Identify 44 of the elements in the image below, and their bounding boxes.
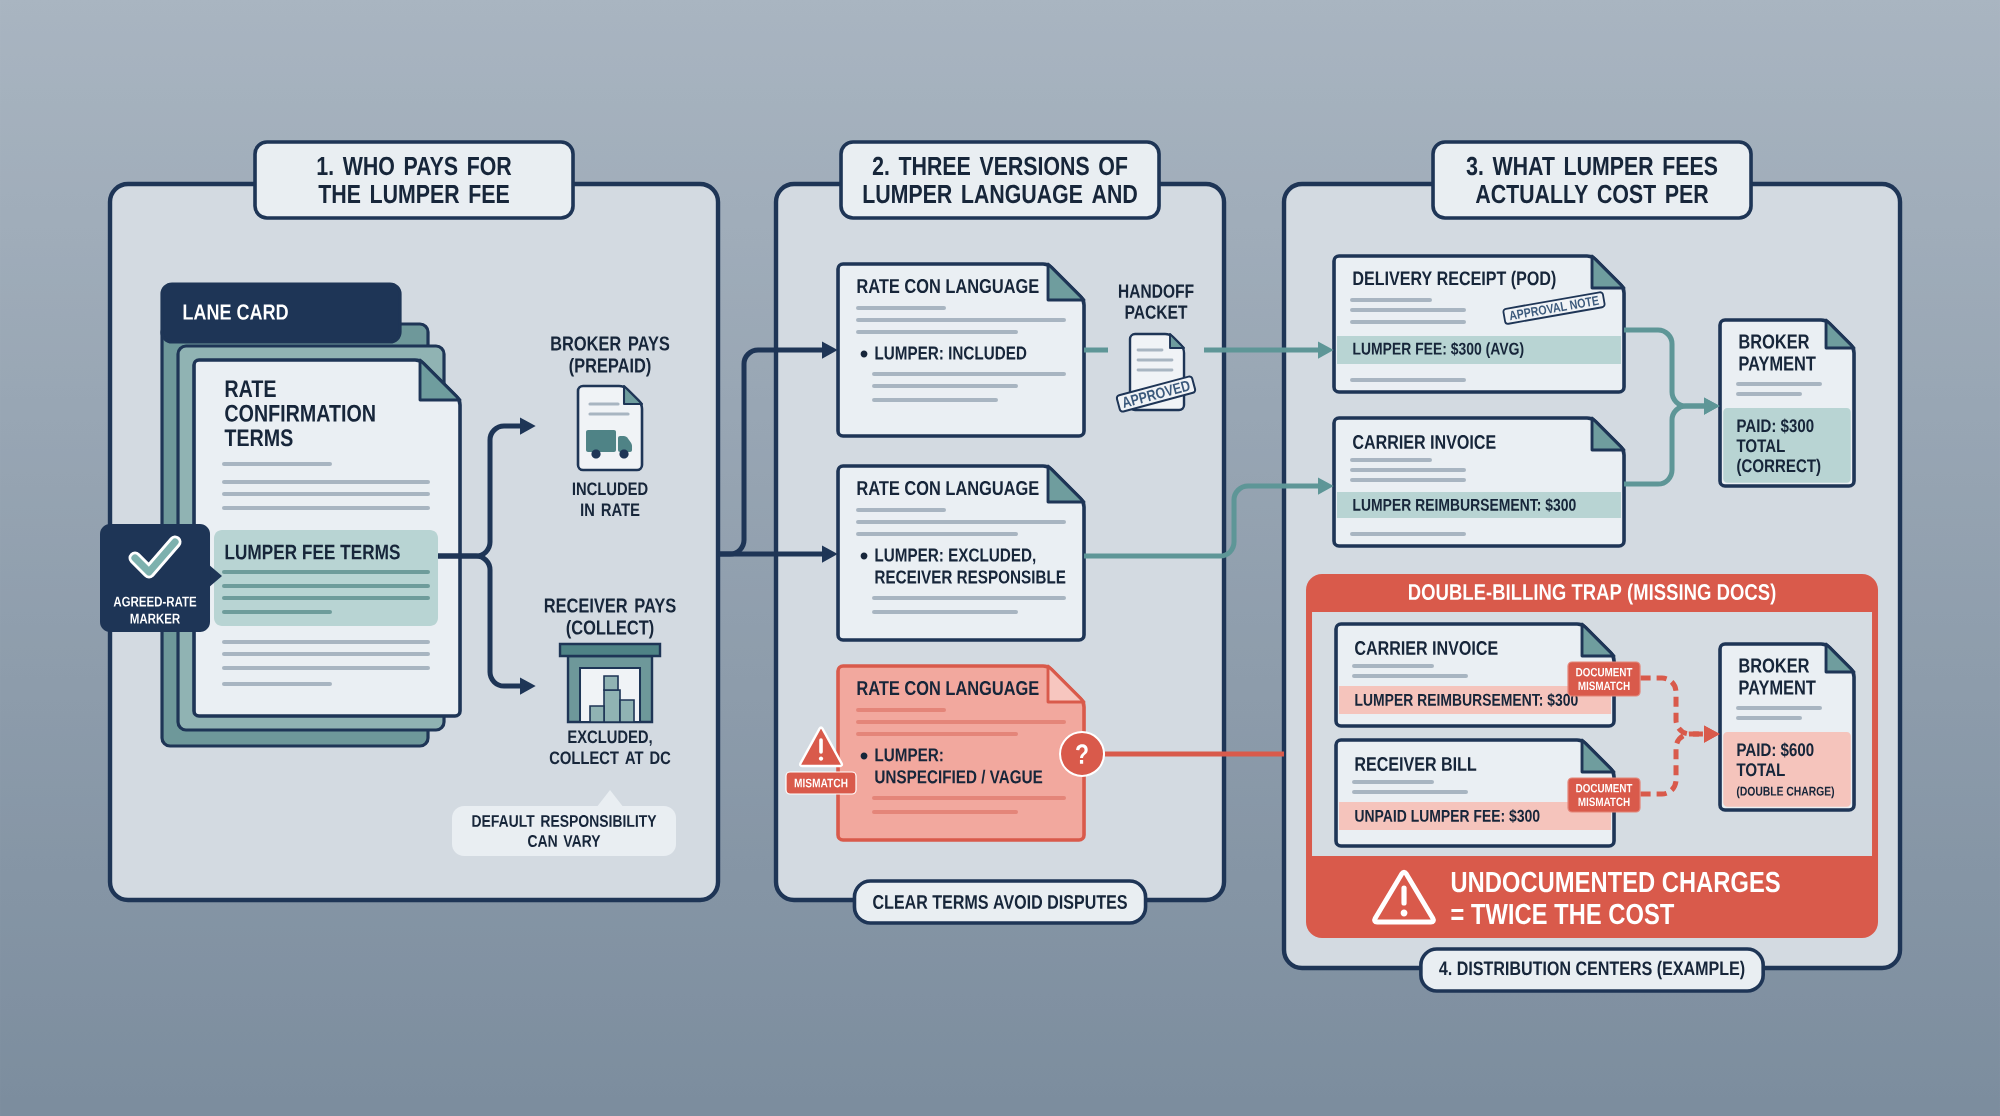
section-title-tab: 3. WHAT LUMPER FEES ACTUALLY COST PER — [1431, 140, 1753, 220]
document-title: DELIVERY RECEIPT (POD) — [1353, 270, 1556, 290]
option-caption: INCLUDED IN RATE — [572, 482, 648, 516]
document-title: RECEIVER BILL — [1355, 757, 1477, 771]
amount-text: LUMPER REIMBURSEMENT: $300 — [1355, 693, 1578, 707]
document-card — [1332, 416, 1626, 548]
connector-line — [1084, 347, 1108, 353]
payment-amount: PAID: $600 TOTAL — [1736, 742, 1814, 777]
document-title: CARRIER INVOICE — [1353, 435, 1496, 449]
amount-text: UNPAID LUMPER FEE: $300 — [1355, 809, 1540, 823]
trap-heading: DOUBLE-BILLING TRAP (MISSING DOCS) — [1409, 583, 1776, 605]
band-heading: LUMPER FEE TERMS — [225, 544, 400, 560]
footer-tab: 4. DISTRIBUTION CENTERS (EXAMPLE) — [1419, 947, 1765, 993]
card-label: LANE CARD — [183, 304, 288, 320]
section-title-tab: 1. WHO PAYS FOR THE LUMPER FEE — [253, 140, 575, 220]
warning-text: UNDOCUMENTED CHARGES = TWICE THE COST — [1451, 871, 1780, 925]
document-title: CARRIER INVOICE — [1355, 641, 1498, 655]
term-text: LUMPER: INCLUDED — [875, 346, 1027, 360]
option-heading: RECEIVER PAYS (COLLECT) — [544, 598, 676, 639]
document-card — [1332, 254, 1626, 394]
document-card — [836, 464, 1086, 642]
document-title: BROKER PAYMENT — [1739, 658, 1816, 695]
document-card — [1718, 318, 1856, 488]
document-card — [1718, 642, 1856, 812]
option-heading: BROKER PAYS (PREPAID) — [551, 336, 670, 377]
section-title-tab: 2. THREE VERSIONS OF LUMPER LANGUAGE AND — [839, 140, 1161, 220]
callout-bubble: DEFAULT RESPONSIBILITY CAN VARY — [452, 790, 676, 856]
amount-text: LUMPER FEE: $300 (AVG) — [1353, 341, 1524, 359]
option-caption: EXCLUDED, COLLECT AT DC — [549, 730, 671, 765]
document-title: RATE CON LANGUAGE — [857, 480, 1039, 496]
document-title: RATE CONFIRMATION TERMS — [224, 380, 375, 447]
document-title: RATE CON LANGUAGE — [857, 278, 1039, 294]
document-title: RATE CON LANGUAGE — [857, 680, 1039, 696]
payment-amount: PAID: $300 TOTAL (CORRECT) — [1736, 418, 1821, 476]
document-title: BROKER PAYMENT — [1739, 334, 1816, 371]
highlight-band — [214, 530, 438, 626]
packet-heading: HANDOFF PACKET — [1118, 284, 1194, 319]
term-text: LUMPER: UNSPECIFIED / VAGUE — [875, 748, 1043, 784]
question-badge: ? — [1059, 731, 1105, 777]
amount-text: LUMPER REIMBURSEMENT: $300 — [1353, 498, 1576, 512]
footer-tab: CLEAR TERMS AVOID DISPUTES — [852, 879, 1148, 925]
connector-line — [1105, 751, 1284, 757]
term-text: LUMPER: EXCLUDED, RECEIVER RESPONSIBLE — [875, 548, 1066, 584]
document-card — [836, 262, 1086, 438]
